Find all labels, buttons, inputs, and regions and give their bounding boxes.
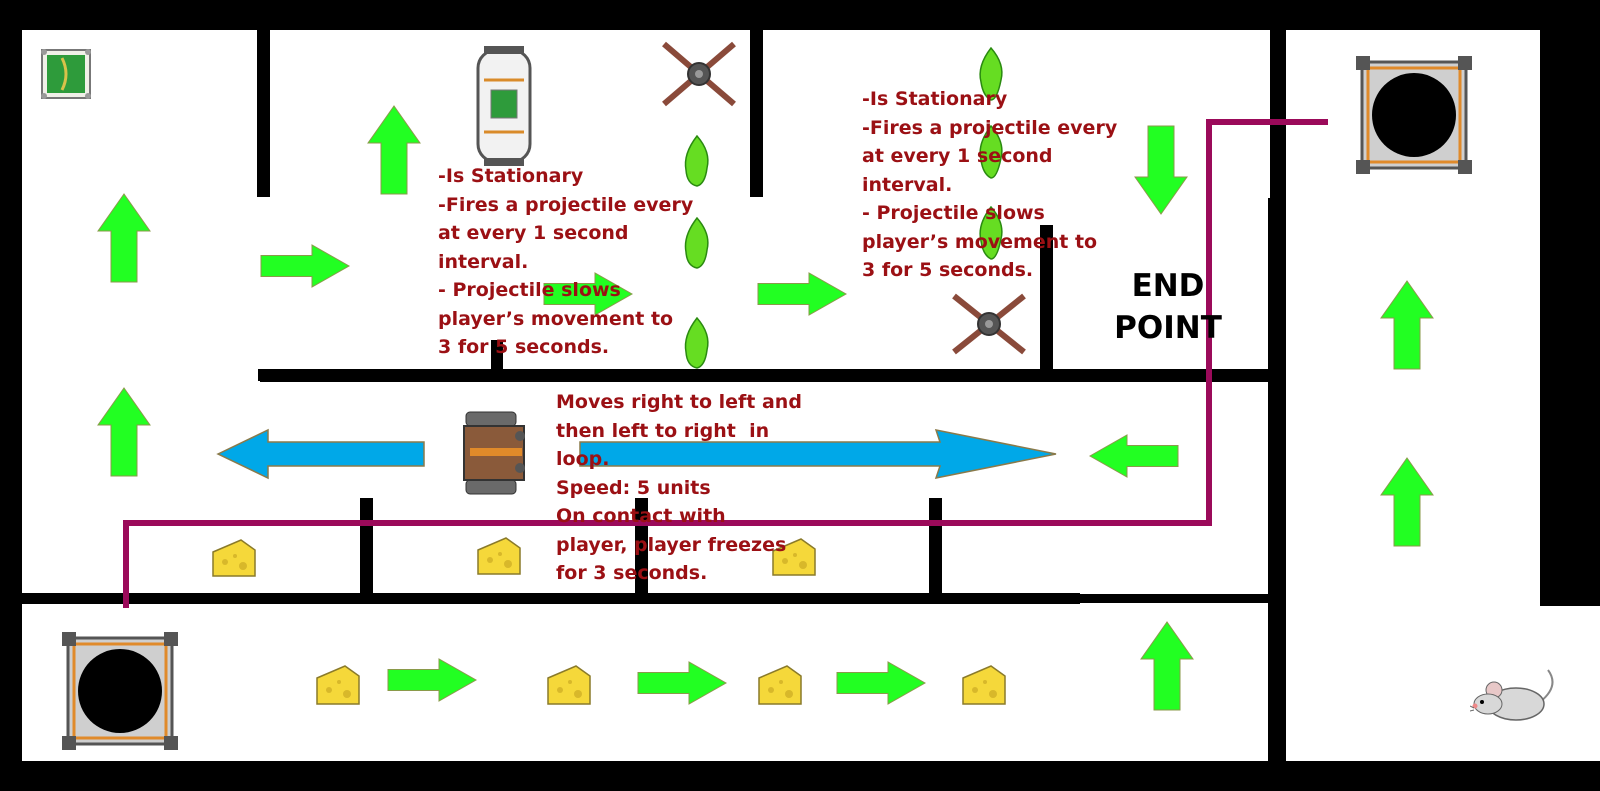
wall-top-divider-1 (257, 30, 270, 197)
turret-left-note: -Is Stationary -Fires a projectile every… (438, 165, 694, 358)
wall-horizontal-lower (22, 593, 1080, 604)
wall-right-room-divider-bottom (1268, 198, 1286, 761)
tank-icon (463, 411, 525, 495)
turret-right-note: -Is Stationary -Fires a projectile every… (862, 88, 1118, 281)
slime-icon (979, 124, 1003, 179)
cheese-icon (477, 537, 521, 575)
arrow-up-icon (1140, 621, 1194, 711)
slime-icon (684, 134, 709, 187)
wall-top-divider-2 (750, 30, 763, 197)
arrow-right-icon (757, 272, 848, 316)
cheese-icon (962, 665, 1006, 705)
start-pad-icon (41, 49, 91, 99)
patrol-arrow-left (216, 428, 425, 480)
arrow-up-icon (367, 105, 421, 195)
cheese-icon (772, 538, 816, 576)
slime-icon (979, 46, 1003, 101)
end-point-label: END POINT (1114, 268, 1222, 346)
slime-icon (979, 205, 1003, 260)
arrow-right-icon (637, 661, 728, 705)
cheese-icon (547, 665, 591, 705)
arrow-down-icon (1134, 125, 1188, 215)
arrow-up-icon (97, 387, 151, 477)
wall-end-room-left (1040, 225, 1053, 374)
cheese-icon (212, 539, 256, 577)
slime-icon (684, 316, 709, 369)
turret-icon (662, 41, 736, 107)
portal-icon (62, 632, 178, 750)
portal-icon (1356, 56, 1472, 174)
arrow-up-icon (1380, 457, 1434, 547)
capsule-icon (476, 46, 532, 166)
arrow-up-icon (97, 193, 151, 283)
floor-mouse-nook (1540, 606, 1600, 761)
arrow-left-icon (1088, 434, 1179, 478)
mouse-icon (1470, 669, 1554, 721)
arrow-right-icon (836, 661, 927, 705)
turret-icon (952, 293, 1026, 355)
cheese-icon (316, 665, 360, 705)
patrol-arrow-right (579, 429, 1057, 479)
slime-icon (684, 216, 709, 269)
arrow-right-icon (260, 244, 351, 288)
wall-right-room-divider-top (1270, 30, 1286, 198)
arrow-right-icon (543, 272, 634, 316)
patrol-tank-note: Moves right to left and then left to rig… (556, 391, 802, 584)
arrow-right-icon (387, 658, 478, 702)
arrow-up-icon (1380, 280, 1434, 370)
wall-horizontal-upper (258, 369, 1270, 381)
wall-upper-stub (491, 340, 503, 374)
cheese-icon (758, 665, 802, 705)
